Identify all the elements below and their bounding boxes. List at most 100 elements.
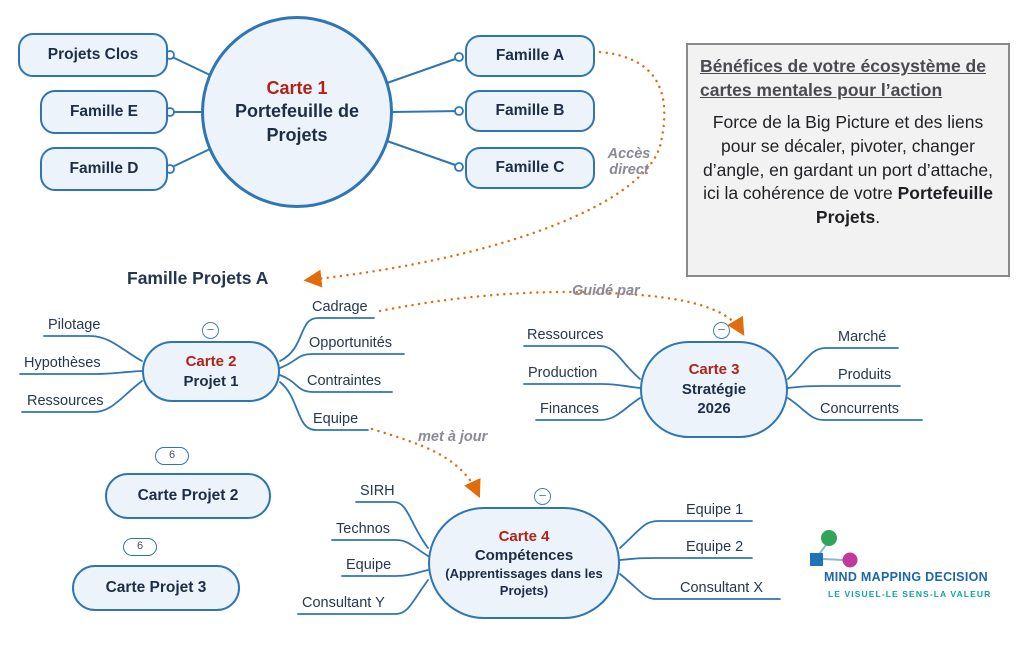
carte3-collapse-button[interactable]: − [713,322,730,339]
spoke-line [167,148,211,170]
branch-finances[interactable]: Finances [540,401,599,417]
carte3-branches [523,345,923,421]
branch-equipe[interactable]: Equipe [313,411,359,427]
branch-line [535,397,641,421]
carte3-year: 2026 [697,400,731,418]
carte3-node[interactable]: Carte 3 Stratégie 2026 [640,341,788,438]
branch-ressources[interactable]: Ressources [27,393,104,409]
branch-technos[interactable]: Technos [336,521,391,537]
connector-dot [454,106,464,116]
branch-production[interactable]: Production [528,365,598,381]
branch-marche[interactable]: Marché [838,329,887,345]
logo-dot-green [821,530,837,546]
carte3-subtitle: Stratégie [681,380,747,398]
branch-contraintes[interactable]: Contraintes [307,373,382,389]
node-famille-e[interactable]: Famille E [40,90,168,134]
node-famille-c[interactable]: Famille C [465,147,595,189]
logo-mark [810,530,858,568]
branch-line [279,374,393,393]
branch-equipe-2[interactable]: Equipe 2 [686,539,744,555]
branch-produits[interactable]: Produits [838,367,892,383]
carte4-node[interactable]: Carte 4 Compétences (Apprentissages dans… [428,507,620,619]
branch-equipe-c4[interactable]: Equipe [346,557,392,573]
benefits-title: Bénéfices de votre écosystème de cartes … [700,56,986,100]
branch-concurrents[interactable]: Concurrents [820,401,899,417]
benefits-box: Bénéfices de votre écosystème de cartes … [686,43,1010,277]
logo-name: MIND MAPPING DECISION [824,570,988,584]
benefits-body: Force de la Big Picture et des liens pou… [700,111,996,229]
branch-hypotheses[interactable]: Hypothèses [24,355,101,371]
carte2-subtitle: Projet 1 [183,372,239,390]
branch-line [523,383,641,389]
branch-line [279,353,405,369]
carte2-branches [19,317,405,431]
branch-line [523,345,641,380]
carte1-node[interactable]: Carte 1 Portefeuille de Projets [201,16,393,208]
branch-line [341,569,429,577]
connector-dot [454,162,464,172]
carte2-node[interactable]: Carte 2 Projet 1 [142,341,280,402]
branch-line [19,370,143,375]
relation-arrows [303,50,745,499]
carte3-title: Carte 3 [688,361,740,379]
branch-sirh[interactable]: SIRH [360,483,395,499]
connector-dot [454,52,464,62]
branch-equipe-1[interactable]: Equipe 1 [686,502,744,518]
spoke-line [167,54,211,76]
branch-pilotage[interactable]: Pilotage [48,317,101,333]
branch-line [619,557,753,561]
branch-ressources-c3[interactable]: Ressources [527,327,604,343]
branch-opportunites[interactable]: Opportunités [309,335,393,351]
acces-direct-line1: Accès [607,146,651,162]
branch-line [21,380,143,413]
branch-consultant-y[interactable]: Consultant Y [302,595,385,611]
branch-line [279,317,375,362]
famille-projets-a-heading: Famille Projets A [127,268,269,288]
benefits-body-bold: Portefeuille Projets [815,183,993,227]
logo-square-blue [810,553,823,566]
spoke-line [386,140,462,168]
carte4-subtitle2: (Apprentissages dans les Projets) [445,565,603,598]
node-famille-b[interactable]: Famille B [465,90,595,132]
carte1-title: Carte 1 [266,77,328,98]
spoke-line [386,56,462,84]
carte4-collapse-button[interactable]: − [534,488,551,505]
logo-connector [822,558,844,561]
branch-line [43,335,143,362]
logo-tagline: LE VISUEL-LE SENS-LA VALEUR [828,589,992,599]
carte1-subtitle: Portefeuille de Projets [234,101,360,145]
carte2-collapse-button[interactable]: − [202,322,219,339]
carte2-title: Carte 2 [185,353,237,370]
branch-line [355,501,429,549]
benefits-body-end: . [875,206,881,227]
branch-line [619,520,753,549]
guide-par-label: Guidé par [572,283,640,299]
carte4-subtitle: Compétences [474,547,574,565]
branch-line [297,579,429,615]
logo-dot-magenta [842,552,858,568]
branch-cadrage[interactable]: Cadrage [312,299,368,315]
met-a-jour-label: met à jour [418,429,488,445]
branch-line [787,385,901,389]
carte-projet-2-count-badge[interactable]: 6 [155,447,189,465]
branch-line [619,573,781,600]
carte4-title: Carte 4 [498,527,550,545]
carte-projet-2-node[interactable]: Carte Projet 2 [105,473,271,519]
acces-direct-line2: direct [609,162,649,178]
acces-direct-label: Accès direct [598,146,660,178]
branch-line [331,539,429,557]
branch-line [787,347,899,380]
branch-consultant-x[interactable]: Consultant X [680,580,764,596]
branch-line [787,397,923,421]
branch-line [279,381,369,431]
node-projets-clos[interactable]: Projets Clos [18,33,168,77]
carte-projet-3-count-badge[interactable]: 6 [123,538,157,556]
carte-projet-3-node[interactable]: Carte Projet 3 [72,565,240,611]
spoke-line [391,110,462,113]
guide-par-arrow [378,290,745,336]
carte4-branches [297,501,781,615]
node-famille-a[interactable]: Famille A [465,35,595,77]
node-famille-d[interactable]: Famille D [40,147,168,191]
